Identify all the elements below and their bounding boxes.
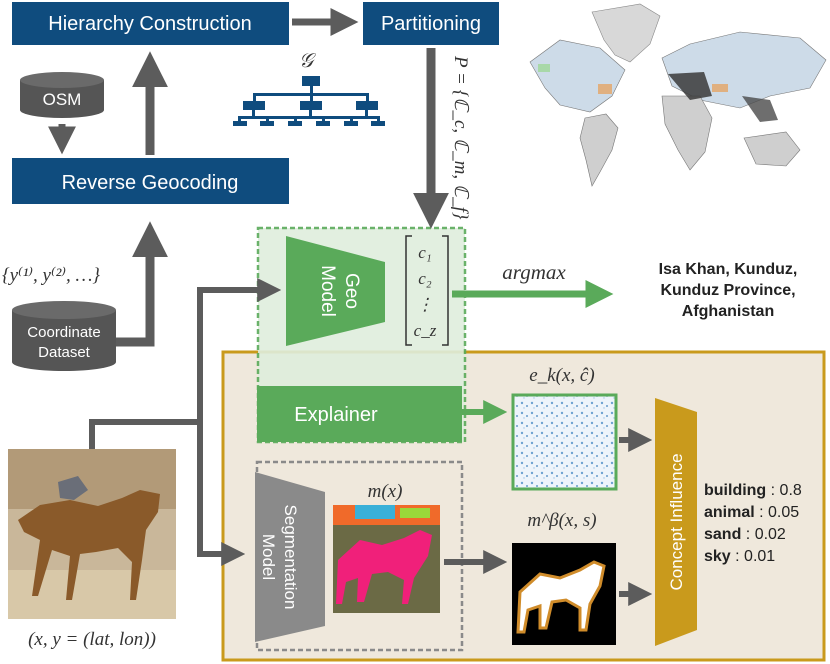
hierarchy-symbol: 𝒢	[299, 50, 317, 72]
hierarchy-construction-label: Hierarchy Construction	[48, 13, 251, 35]
input-camel-photo	[8, 449, 176, 619]
concept-mask-image	[512, 543, 616, 645]
partitioning-label: Partitioning	[381, 13, 481, 35]
segmentation-map-image	[333, 505, 440, 613]
osm-label: OSM	[43, 90, 82, 109]
output-vector-brackets	[405, 235, 449, 346]
arrow-dataset-to-reverse	[116, 221, 168, 347]
prediction-line2: Kunduz Province,	[660, 282, 795, 299]
segmentation-label-line1: Segmentation	[281, 505, 300, 610]
concept-influence-shape	[655, 398, 697, 646]
concept-row-sky: sky : 0.01	[704, 548, 775, 565]
concept-row-animal: animal : 0.05	[704, 504, 799, 521]
coordinate-dataset-label-line1: Coordinate	[27, 324, 100, 341]
hierarchy-tree-icon	[233, 76, 385, 126]
segmentation-label-line2: Model	[259, 534, 278, 580]
concept-row-sand: sand : 0.02	[704, 526, 786, 543]
segmentation-output-label: m(x)	[368, 481, 403, 502]
vector-cz: c_z	[414, 321, 437, 340]
concept-mask-label: m^β(x, s)	[527, 510, 596, 531]
reverse-geocoding-box	[12, 158, 289, 204]
explainer-label: Explainer	[294, 404, 378, 426]
concept-row-building: building : 0.8	[704, 482, 802, 499]
world-map-image	[512, 0, 830, 190]
segmentation-model-shape	[255, 472, 325, 642]
hierarchy-construction-box	[12, 2, 289, 45]
explanation-label: e_k(x, ĉ)	[529, 365, 594, 386]
prediction-line3: Afghanistan	[682, 303, 774, 320]
vector-c2: c₂	[418, 269, 432, 288]
reverse-geocoding-label: Reverse Geocoding	[62, 172, 239, 194]
explainer-box	[257, 386, 462, 442]
geo-model-shape	[286, 236, 385, 346]
partitioning-box	[363, 2, 499, 45]
concept-influence-label: Concept Influence	[667, 453, 686, 590]
vector-c1: c₁	[418, 243, 431, 262]
osm-database-icon	[20, 72, 104, 118]
geo-model-label-line1: Geo	[341, 273, 362, 309]
labels-set: {y⁽¹⁾, y⁽²⁾, …}	[2, 265, 100, 286]
explanation-heatmap-image	[511, 393, 618, 491]
partition-set-label: P = {ℂ_c, ℂ_m, ℂ_f}	[450, 55, 471, 220]
input-label: (x, y = (lat, lon))	[28, 629, 156, 650]
argmax-label: argmax	[502, 260, 566, 284]
coordinate-dataset-label-line2: Dataset	[38, 344, 91, 361]
prediction-line1: Isa Khan, Kunduz,	[659, 261, 798, 278]
vector-dots: ⋮	[417, 295, 434, 314]
coordinate-dataset-icon	[12, 301, 116, 371]
arrow-input-to-segmentation	[197, 422, 246, 566]
geo-model-label-line2: Model	[317, 265, 338, 317]
